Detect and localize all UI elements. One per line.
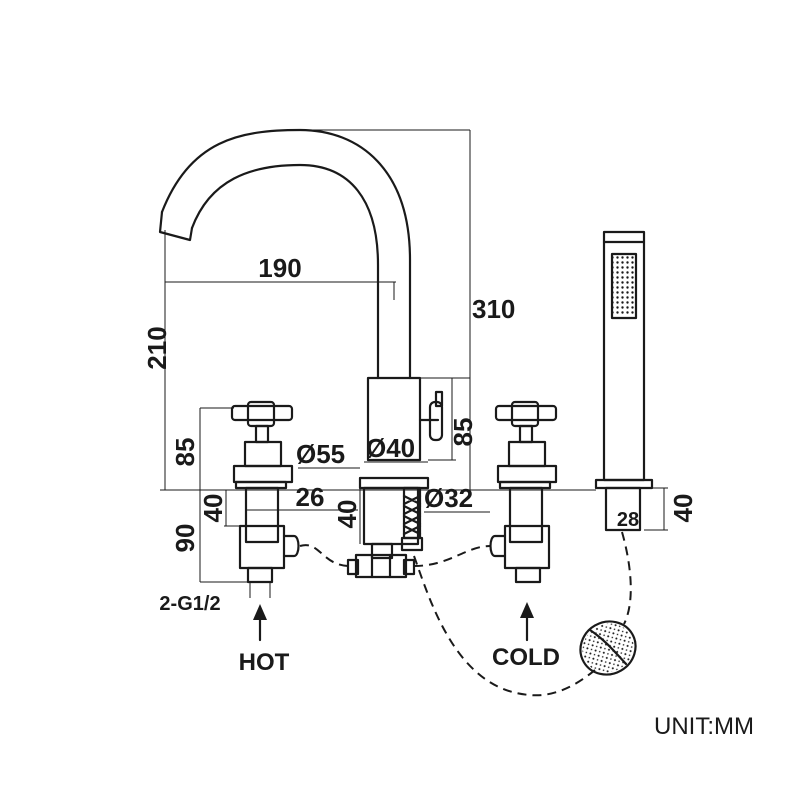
dim-handle-height-left: 85 [170, 438, 200, 467]
cold-valve [489, 400, 558, 584]
dim-inlet-thread: 2-G1/2 [159, 593, 220, 615]
dim-shower-base-diameter: 28 [617, 509, 639, 531]
gooseneck-spout [158, 128, 470, 380]
dim-valve-body-width: 26 [296, 482, 325, 512]
hand-shower [594, 230, 668, 532]
connection-hoses [299, 531, 632, 697]
hot-label: HOT [239, 649, 290, 676]
dim-shower-base-height: 40 [668, 494, 698, 523]
dim-spout-reach: 190 [258, 253, 301, 283]
braided-hose [400, 486, 424, 552]
shower-hose-weight-icon [579, 620, 637, 676]
cold-inlet-arrow-icon [520, 602, 534, 642]
dim-shank-length: 90 [170, 524, 200, 553]
dim-shank-diameter: Ø32 [424, 483, 473, 513]
mixer-tee-icon [346, 553, 416, 579]
dim-body-height-right: 85 [448, 418, 478, 447]
dim-spout-body-diameter: Ø40 [366, 433, 415, 463]
dim-valve-body-height: 40 [198, 494, 228, 523]
dim-flange-diameter: Ø55 [296, 439, 345, 469]
dim-spout-shank-height: 40 [332, 500, 362, 529]
dimension-lines [160, 130, 596, 598]
hot-valve [230, 400, 300, 584]
hot-inlet-arrow-icon [253, 604, 267, 642]
dim-total-height: 310 [472, 294, 515, 324]
spout-body [358, 376, 444, 560]
shower-spray-holes [613, 256, 635, 316]
dim-spout-outlet-height: 210 [142, 326, 172, 369]
unit-label: UNIT:MM [654, 713, 754, 740]
cold-label: COLD [492, 644, 560, 671]
